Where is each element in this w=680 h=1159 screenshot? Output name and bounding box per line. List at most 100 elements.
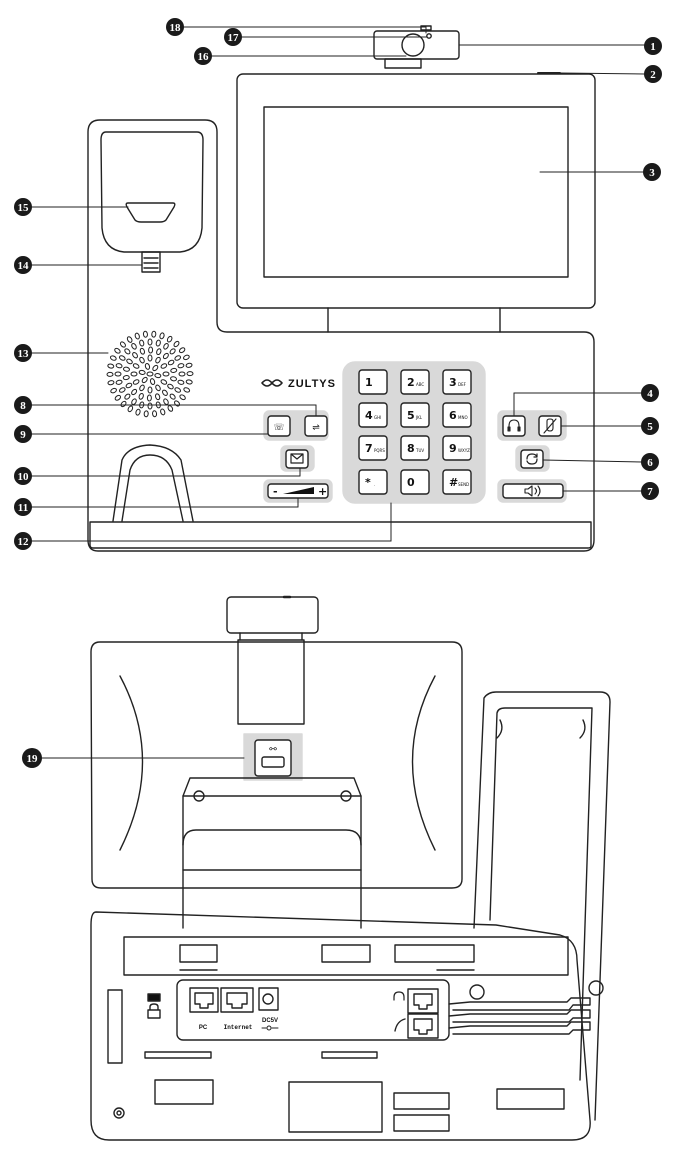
- speaker-hole: [107, 363, 115, 369]
- callout-number: 5: [647, 421, 653, 433]
- keypad-key-2[interactable]: [442, 369, 472, 395]
- callout-number: 9: [20, 429, 26, 441]
- keypad-key-letters: DEF: [458, 382, 467, 387]
- speaker-hole: [162, 371, 170, 377]
- hold-key[interactable]: [267, 415, 291, 437]
- speaker-hole: [122, 375, 130, 381]
- keypad-key-letters: SEND: [458, 482, 469, 487]
- speaker-hole: [178, 347, 186, 354]
- speaker-hole: [146, 371, 154, 377]
- callout-badge-12: [14, 532, 32, 550]
- speaker-hole: [119, 355, 126, 361]
- speaker-hole: [167, 383, 174, 390]
- pc-port[interactable]: [189, 987, 219, 1013]
- speaker-hole: [109, 355, 117, 361]
- speaker-hole: [178, 371, 186, 377]
- callout-badge-1: [644, 37, 662, 55]
- keypad-key-letters: JKL: [415, 415, 423, 420]
- speaker-hole: [124, 393, 131, 400]
- pc-port-label: PC: [199, 1025, 208, 1031]
- keypad-key-0[interactable]: [358, 369, 388, 395]
- keypad-key-5[interactable]: [442, 402, 472, 428]
- keypad-key-letters: WXYZ: [458, 448, 470, 453]
- keypad-key-11[interactable]: [442, 469, 472, 495]
- speaker-hole: [127, 405, 134, 413]
- speaker-hole: [144, 363, 151, 370]
- keypad-key-3[interactable]: [358, 402, 388, 428]
- callout-number: 12: [18, 536, 30, 548]
- internet-port-label: Internet: [224, 1024, 253, 1031]
- speaker-hole: [169, 393, 176, 400]
- speaker-hole: [155, 393, 161, 401]
- dc-port-label: DC5V: [262, 1018, 278, 1024]
- speaker-hole: [183, 387, 191, 393]
- speaker-hole: [114, 371, 122, 377]
- speaker-hole: [173, 340, 180, 348]
- callout-badge-11: [14, 498, 32, 516]
- speaker-hole: [151, 330, 157, 338]
- callout-number: 6: [647, 457, 653, 469]
- speaker-hole: [174, 400, 181, 407]
- handset-hook: [141, 251, 161, 273]
- callout-badge-16: [194, 47, 212, 65]
- keypad-key-4[interactable]: [400, 402, 430, 428]
- callout-badge-13: [14, 344, 32, 362]
- right-function-keys: [497, 410, 567, 503]
- keypad-key-label: 7: [365, 442, 373, 455]
- callout-number: 13: [18, 348, 30, 360]
- callout-number: 15: [18, 202, 30, 214]
- handset-port[interactable]: [407, 1013, 439, 1039]
- dc-power-port[interactable]: [258, 987, 279, 1011]
- callout-number: 18: [170, 22, 182, 34]
- keypad-key-1[interactable]: [400, 369, 430, 395]
- keypad-key-label: 8: [407, 442, 415, 455]
- speaker-hole: [179, 394, 186, 401]
- speaker-hole: [139, 384, 145, 392]
- keypad-key-7[interactable]: [400, 435, 430, 461]
- speaker-hole: [152, 364, 159, 372]
- speaker-hole: [162, 389, 168, 396]
- keypad-key-letters: MNO: [458, 415, 468, 420]
- speaker-hole: [160, 408, 166, 416]
- speaker-hole: [131, 388, 138, 396]
- redial-key[interactable]: [520, 449, 544, 469]
- speaker-hole: [163, 343, 169, 350]
- speaker-hole: [135, 408, 141, 416]
- speakerphone-icon: [524, 485, 541, 497]
- speaker-hole: [166, 335, 173, 343]
- headset-port[interactable]: [407, 988, 439, 1014]
- speaker-hole: [170, 376, 177, 382]
- speaker-hole: [115, 379, 123, 385]
- headset-key[interactable]: [502, 415, 526, 437]
- keypad-key-10[interactable]: [400, 469, 430, 495]
- speaker-hole: [156, 348, 162, 356]
- internet-port[interactable]: [220, 987, 254, 1013]
- speaker-hole: [124, 348, 131, 355]
- callout-number: 16: [198, 51, 210, 63]
- speaker-hole: [119, 387, 126, 393]
- zultys-logo: ZULTYS: [261, 378, 335, 390]
- speaker-hole: [160, 379, 168, 385]
- message-icon: [290, 453, 304, 464]
- security-slot-icon: [147, 1003, 161, 1019]
- keypad-key-9[interactable]: [358, 469, 388, 495]
- speaker-hole: [185, 362, 193, 368]
- speakerphone-key[interactable]: [502, 483, 564, 499]
- keypad-key-letters: PQRS: [374, 448, 385, 453]
- speaker-hole: [177, 379, 185, 385]
- speaker-hole: [142, 330, 148, 338]
- speaker-hole: [177, 363, 185, 369]
- keypad-key-8[interactable]: [442, 435, 472, 461]
- speaker-hole: [147, 402, 153, 410]
- speaker-hole: [126, 336, 133, 343]
- speaker-hole: [148, 346, 154, 354]
- keypad-key-6[interactable]: [358, 435, 388, 461]
- callout-number: 8: [20, 400, 26, 412]
- speaker-grille: [106, 330, 194, 418]
- speaker-hole: [130, 371, 138, 377]
- transfer-icon: ⇌: [312, 423, 320, 433]
- callout-badge-3: [643, 163, 661, 181]
- speaker-hole: [152, 410, 158, 418]
